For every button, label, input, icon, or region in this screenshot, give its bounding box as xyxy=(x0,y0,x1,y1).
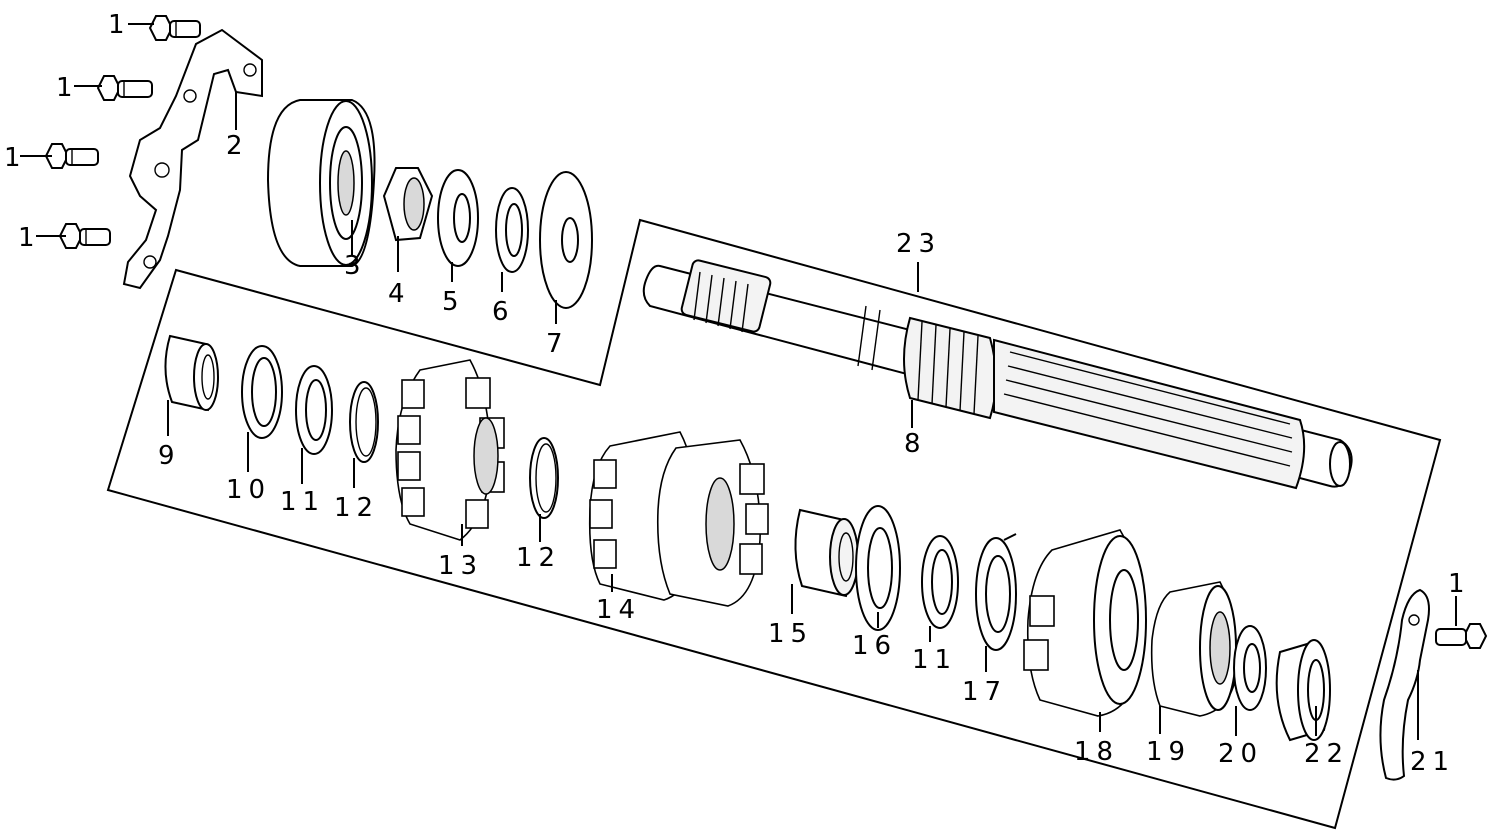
bolt-part-1b xyxy=(96,75,153,101)
ring-part-11a xyxy=(295,365,333,455)
gear-part-18 xyxy=(1023,529,1147,717)
callout-16: 16 xyxy=(852,631,897,661)
callout-17: 17 xyxy=(962,677,1007,707)
callout-6: 6 xyxy=(492,297,515,327)
callout-23: 23 xyxy=(896,229,941,259)
washer-part-20 xyxy=(1233,625,1267,711)
ring-part-11b xyxy=(921,535,959,629)
callout-1c: 1 xyxy=(4,143,27,173)
lock-washer-part-17 xyxy=(975,533,1017,651)
sleeve-part-9 xyxy=(164,334,219,412)
callout-9: 9 xyxy=(158,441,181,471)
callout-21: 21 xyxy=(1410,747,1455,777)
callout-8: 8 xyxy=(904,429,927,459)
callout-11b: 11 xyxy=(912,645,957,675)
callout-18: 18 xyxy=(1074,737,1119,767)
callout-5: 5 xyxy=(442,287,465,317)
bolt-part-1d xyxy=(58,223,111,249)
callout-10: 10 xyxy=(226,475,271,505)
bolt-part-1a xyxy=(148,15,201,41)
callout-12a: 12 xyxy=(334,493,379,523)
callout-4: 4 xyxy=(388,279,411,309)
callout-1b: 1 xyxy=(56,73,79,103)
callout-20: 20 xyxy=(1218,739,1263,769)
leader-lines xyxy=(20,23,1457,740)
callout-19: 19 xyxy=(1146,737,1191,767)
circlip-part-12b xyxy=(529,437,559,519)
washer-part-10 xyxy=(241,345,283,439)
gear-part-13 xyxy=(395,359,505,541)
thrust-washer-part-16 xyxy=(855,505,901,631)
retainer-plate-part-2 xyxy=(122,28,263,290)
bolt-part-1c xyxy=(44,143,99,169)
bearing-part-3 xyxy=(266,99,376,267)
callout-22: 22 xyxy=(1304,739,1349,769)
callout-labels: 1 1 1 1 1 2 3 4 5 6 7 8 9 10 11 12 13 12… xyxy=(4,10,1471,777)
callout-13: 13 xyxy=(438,551,483,581)
ring-part-6 xyxy=(495,187,529,273)
main-shaft-part-8 xyxy=(642,259,1353,490)
inner-assembly-frame xyxy=(106,218,1442,830)
nut-part-4 xyxy=(382,167,434,242)
callout-12b: 12 xyxy=(516,543,561,573)
gear-part-14 xyxy=(588,431,769,607)
washer-part-7 xyxy=(539,171,593,309)
callout-3: 3 xyxy=(344,251,367,281)
callout-11a: 11 xyxy=(280,487,325,517)
bracket-part-21 xyxy=(1379,588,1430,781)
callout-1d: 1 xyxy=(18,223,41,253)
bearing-part-22 xyxy=(1275,639,1331,742)
callout-14: 14 xyxy=(596,595,641,625)
gear-part-19 xyxy=(1150,581,1238,717)
callout-15: 15 xyxy=(768,619,813,649)
washer-part-5 xyxy=(437,169,479,267)
callout-1a: 1 xyxy=(108,10,131,40)
circlip-part-12a xyxy=(349,381,379,463)
callout-2: 2 xyxy=(226,131,249,161)
bolt-part-1e xyxy=(1435,623,1488,649)
needle-bearing-part-15 xyxy=(794,508,859,598)
callout-1e: 1 xyxy=(1448,569,1471,599)
callout-7: 7 xyxy=(546,329,569,359)
